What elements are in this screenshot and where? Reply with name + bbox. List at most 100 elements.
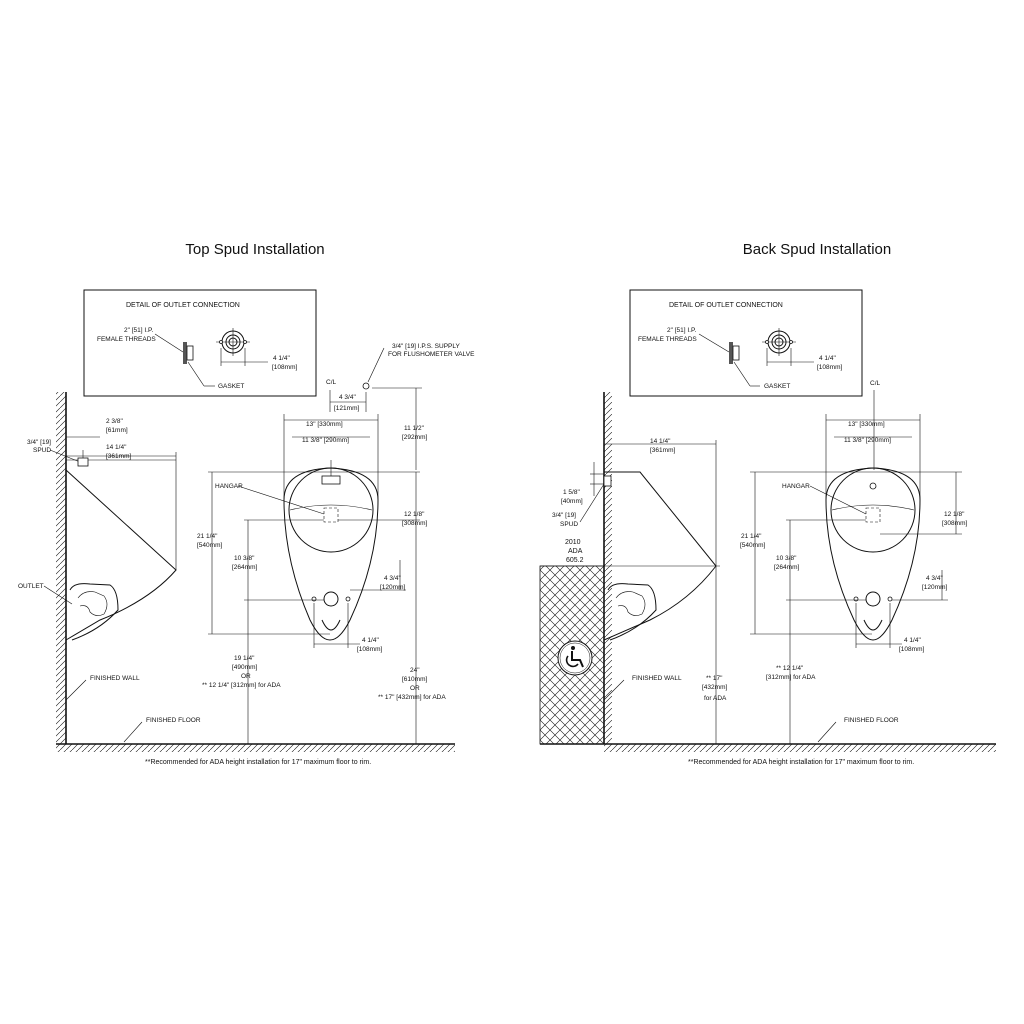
back-urinal-profile	[603, 471, 717, 641]
back-hangar-icon	[865, 507, 881, 523]
top-side-view: 2 3/8" [61mm] 14 1/4" [361mm] 3/4" [19] …	[18, 392, 177, 744]
top-finished-floor: FINISHED FLOOR	[146, 717, 201, 724]
top-d1414-2: [361mm]	[106, 453, 131, 460]
top-finished-wall: FINISHED WALL	[90, 675, 140, 682]
back-footnote: **Recommended for ADA height installatio…	[688, 759, 914, 766]
top-d238-2: [61mm]	[106, 427, 128, 434]
top-h414-1: 4 1/4"	[362, 637, 379, 644]
top-spud-panel: Top Spud Installation DETAIL OF OUTLET C…	[18, 241, 475, 766]
back-side-view: 2010 ADA 605.2 14 1/4" [361mm] 1 5/8" [4…	[539, 392, 727, 745]
top-w13: 13" [330mm]	[306, 421, 343, 428]
top-supply-1: 3/4" [19] I.P.S. SUPPLY	[392, 343, 460, 350]
top-h434-1: 4 3/4"	[384, 575, 401, 582]
top-h24-1: 24"	[410, 667, 420, 674]
top-cl: C/L	[326, 379, 337, 386]
top-h1914-3: OR	[241, 673, 251, 680]
back-urinal-front	[825, 467, 921, 641]
back-outlet-flange-icon	[729, 342, 733, 364]
back-d1414-2: [361mm]	[650, 447, 675, 454]
top-h1218-1: 12 1/8"	[404, 511, 425, 518]
back-detail-title: DETAIL OF OUTLET CONNECTION	[669, 302, 783, 309]
top-h24-2: [610mm]	[402, 676, 427, 683]
back-d158-2: [40mm]	[561, 498, 583, 505]
top-h2114-2: [540mm]	[197, 542, 222, 549]
top-spud-off-1: 4 3/4"	[339, 394, 356, 401]
top-detail-dim-1: 4 1/4"	[273, 355, 290, 362]
top-detail-box: DETAIL OF OUTLET CONNECTION 2" [51] I.P.…	[83, 289, 317, 397]
back-h2114-2: [540mm]	[740, 542, 765, 549]
top-supply-2: FOR FLUSHOMETER VALVE	[388, 351, 475, 358]
top-h2114-1: 21 1/4"	[197, 533, 218, 540]
top-footnote: **Recommended for ADA height installatio…	[145, 759, 371, 766]
back-spud-icon	[603, 475, 612, 487]
back-h17-1: ** 17"	[706, 675, 723, 682]
back-h414-1: 4 1/4"	[904, 637, 921, 644]
top-top-h-1: 11 1/2"	[404, 425, 425, 432]
back-h1218-1: 12 1/8"	[944, 511, 965, 518]
back-outlet-icon	[865, 591, 881, 607]
top-top-h-2: [292mm]	[402, 434, 427, 441]
back-h2114-1: 21 1/4"	[741, 533, 762, 540]
back-h434-1: 4 3/4"	[926, 575, 943, 582]
top-outlet-flange-icon	[183, 342, 187, 364]
back-detail-dim-1: 4 1/4"	[819, 355, 836, 362]
back-d1414-1: 14 1/4"	[650, 438, 671, 445]
back-w13: 13" [330mm]	[848, 421, 885, 428]
back-front-view: C/L 13" [330mm] 11 3/8" [290mm] HANGAR 2…	[740, 380, 967, 744]
back-w1138: 11 3/8" [290mm]	[844, 437, 891, 444]
top-h1914-2: [490mm]	[232, 664, 257, 671]
top-h24-4: ** 17" [432mm] for ADA	[378, 694, 446, 701]
top-h1914-1: 19 1/4"	[234, 655, 255, 662]
back-ada-1: 2010	[565, 539, 581, 546]
back-detail-threads-2: FEMALE THREADS	[638, 336, 697, 343]
top-detail-dim-2: [108mm]	[272, 364, 297, 371]
top-urinal-front	[283, 467, 379, 641]
top-d1414-1: 14 1/4"	[106, 444, 127, 451]
top-w1138: 11 3/8" [290mm]	[302, 437, 349, 444]
back-detail-gasket: GASKET	[764, 383, 790, 390]
back-hangar: HANGAR	[782, 483, 810, 490]
back-spud-panel: Back Spud Installation DETAIL OF OUTLET …	[539, 241, 996, 766]
top-supply-icon	[362, 382, 370, 390]
top-h1038-1: 10 3/8"	[234, 555, 255, 562]
top-spud-1: 3/4" [19]	[27, 439, 51, 446]
back-spud-2: SPUD	[560, 521, 578, 528]
top-front-view: 13" [330mm] 11 3/8" [290mm] HANGAR 21 1/…	[197, 414, 446, 744]
back-h1214-1: ** 12 1/4"	[776, 665, 804, 672]
back-detail-dim-2: [108mm]	[817, 364, 842, 371]
top-detail-threads-2: FEMALE THREADS	[97, 336, 156, 343]
back-h414-2: [108mm]	[899, 646, 924, 653]
top-spud-icon	[77, 450, 89, 467]
top-title: Top Spud Installation	[185, 241, 324, 258]
top-d238-1: 2 3/8"	[106, 418, 123, 425]
top-outlet-ring-icon	[216, 328, 250, 356]
top-h434-2: [120mm]	[380, 584, 405, 591]
top-detail-threads-1: 2" [51] I.P.	[124, 327, 153, 334]
back-h1218-2: [308mm]	[942, 520, 967, 527]
top-spud-2: SPUD	[33, 447, 51, 454]
top-h24-3: OR	[410, 685, 420, 692]
back-h1214-2: [312mm] for ADA	[766, 674, 816, 681]
back-d158-1: 1 5/8"	[563, 489, 580, 496]
top-wall-hatch	[56, 392, 66, 744]
back-finished-wall: FINISHED WALL	[632, 675, 682, 682]
back-h1038-2: [264mm]	[774, 564, 799, 571]
back-outlet-ring-icon	[762, 328, 796, 356]
back-h17-3: for ADA	[704, 695, 727, 702]
back-detail-box: DETAIL OF OUTLET CONNECTION 2" [51] I.P.…	[629, 289, 863, 397]
back-title: Back Spud Installation	[743, 241, 891, 258]
back-cl: C/L	[870, 380, 881, 387]
top-h414-2: [108mm]	[357, 646, 382, 653]
wheelchair-icon	[557, 640, 593, 676]
back-ada-3: 605.2	[566, 557, 584, 564]
top-outlet-icon	[323, 591, 339, 607]
back-h434-2: [120mm]	[922, 584, 947, 591]
top-urinal-profile	[65, 469, 177, 641]
top-h1914-4: ** 12 1/4" [312mm] for ADA	[202, 682, 281, 689]
back-h17-2: [432mm]	[702, 684, 727, 691]
top-h1038-2: [264mm]	[232, 564, 257, 571]
top-spud-off-2: [121mm]	[334, 405, 359, 412]
top-hangar-icon	[323, 507, 339, 523]
back-spud-1: 3/4" [19]	[552, 512, 576, 519]
